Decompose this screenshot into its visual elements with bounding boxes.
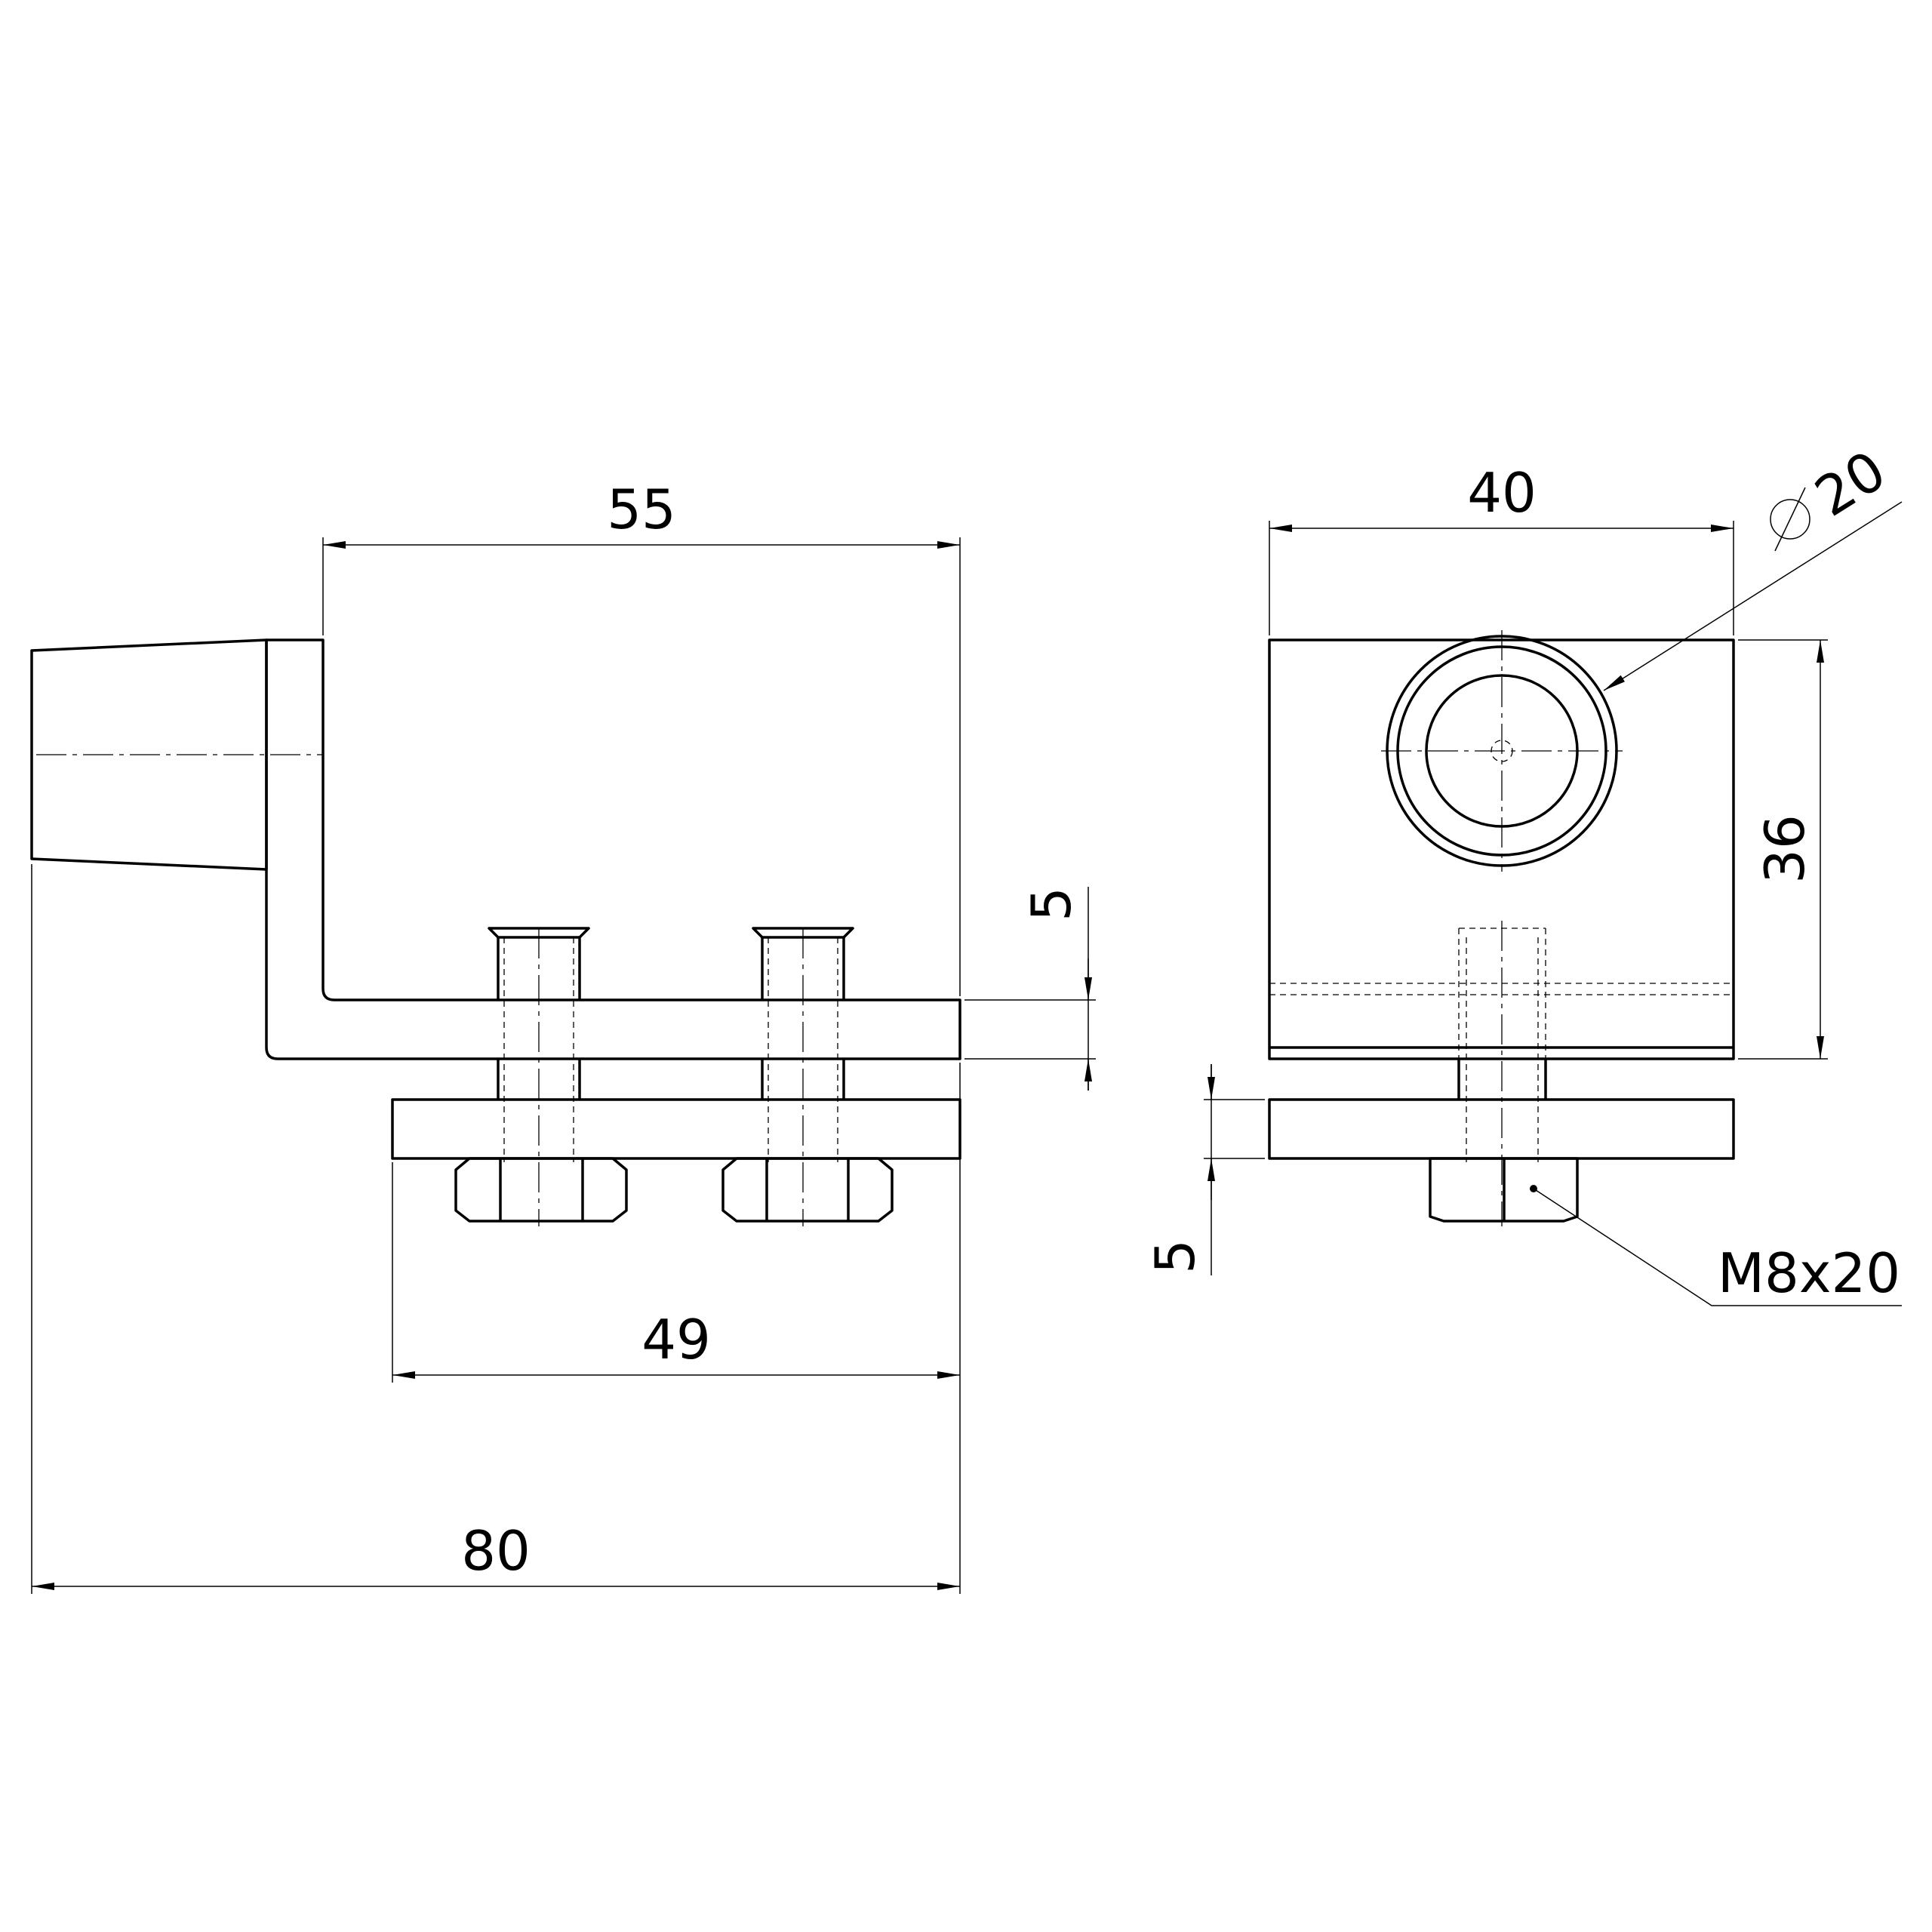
dim-55: 55 (607, 478, 676, 541)
side-view: 55 5 49 80 (30, 478, 1096, 1594)
bolt-callout: M8x20 (1718, 1241, 1900, 1305)
lower-plate (391, 1098, 961, 1160)
dim-diameter-20: 20 (1804, 438, 1897, 529)
bolt-front (1429, 921, 1579, 1226)
dim-5-front: 5 (1143, 1239, 1207, 1274)
dim-80: 80 (461, 1519, 531, 1583)
l-bracket (265, 638, 961, 1060)
front-view: 40 20 36 5 M8x20 (1143, 438, 1903, 1306)
dim-36: 36 (1753, 814, 1817, 884)
diameter-leader (1603, 501, 1903, 691)
dim-5-side: 5 (1020, 887, 1083, 921)
bolt-right (721, 927, 894, 1226)
lower-plate-front (1268, 1098, 1735, 1160)
bolt-callout-leader (1533, 1188, 1902, 1306)
dim-49: 49 (641, 1308, 711, 1371)
diameter-symbol (1770, 487, 1810, 552)
dim-40: 40 (1467, 461, 1537, 525)
bolt-left (454, 927, 628, 1226)
